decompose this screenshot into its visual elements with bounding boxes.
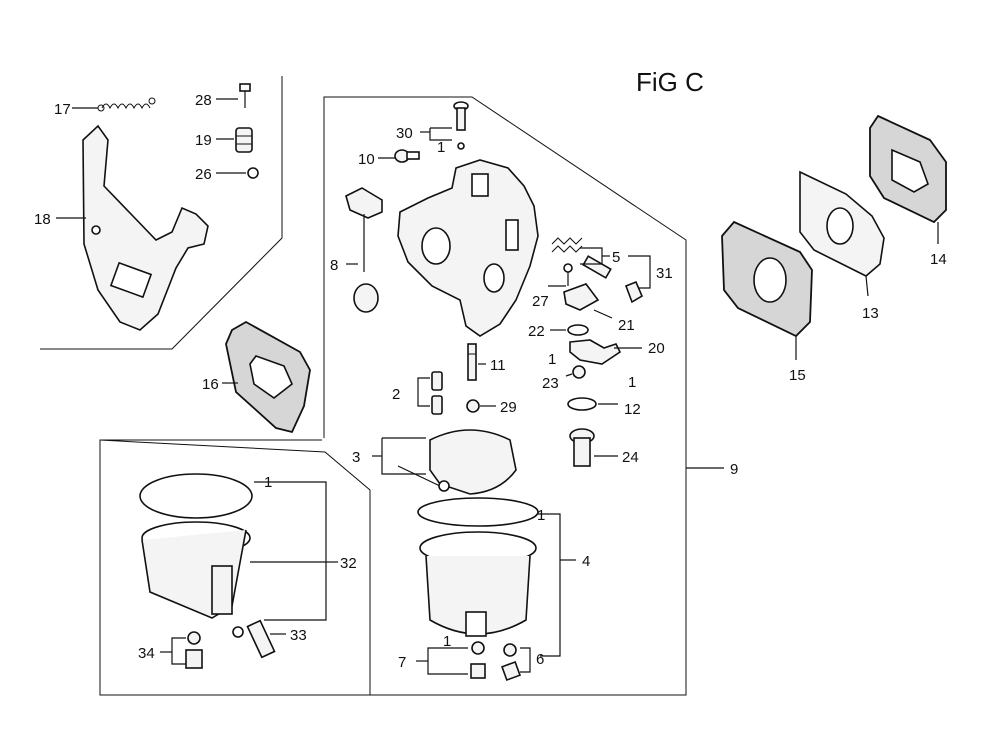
callout-10: 10 xyxy=(358,151,375,168)
callout-2: 2 xyxy=(392,386,400,403)
callout-11: 11 xyxy=(490,357,506,374)
nut-19 xyxy=(235,127,253,153)
bracket-18 xyxy=(82,124,209,331)
bracket-18-window xyxy=(109,261,153,299)
callout-20: 20 xyxy=(648,340,665,357)
bracket-18-hole xyxy=(91,225,101,235)
plate-21 xyxy=(563,283,600,311)
carburetor-top-boss xyxy=(471,173,489,197)
callout-1-23: 1 xyxy=(548,351,556,368)
screw-10 xyxy=(394,149,420,163)
callout-3: 3 xyxy=(352,449,360,466)
figure-title: FiG C xyxy=(636,67,704,97)
screw-27 xyxy=(563,263,573,286)
callout-34: 34 xyxy=(138,645,155,662)
gasket-16-opening xyxy=(249,355,293,399)
screw-33 xyxy=(232,619,276,659)
callout-12: 12 xyxy=(624,401,641,418)
nut-23 xyxy=(572,365,586,379)
insulator-13-opening xyxy=(826,207,854,245)
callout-32: 32 xyxy=(340,555,357,572)
callout-23: 23 xyxy=(542,375,559,392)
callout-4: 4 xyxy=(582,553,590,570)
callout-30: 30 xyxy=(396,125,413,142)
callout-13: 13 xyxy=(862,305,879,322)
float-bowl-group-border xyxy=(99,439,371,695)
drain-screw-7 xyxy=(470,641,486,679)
callout-5: 5 xyxy=(612,249,620,266)
upper-left-group-border xyxy=(40,76,283,350)
cap-31 xyxy=(624,280,644,304)
callout-1-12: 1 xyxy=(628,374,636,391)
callout-27: 27 xyxy=(532,293,549,310)
callout-33: 33 xyxy=(290,627,307,644)
callout-14: 14 xyxy=(930,251,947,268)
callout-18: 18 xyxy=(34,211,51,228)
adjuster-5 xyxy=(551,237,612,279)
callout-26: 26 xyxy=(195,166,212,183)
callout-1-7: 1 xyxy=(443,633,451,650)
callout-1-top: 1 xyxy=(437,139,445,156)
screw-6 xyxy=(501,643,521,681)
callout-24: 24 xyxy=(622,449,639,466)
callout-15: 15 xyxy=(789,367,806,384)
washer-1-top xyxy=(457,142,465,150)
callout-17: 17 xyxy=(54,101,71,118)
screws-2 xyxy=(431,371,443,415)
float-bowl-32-boss xyxy=(211,565,233,615)
callout-1-32: 1 xyxy=(264,474,272,491)
bolt-24 xyxy=(569,428,595,467)
screw-30 xyxy=(453,101,469,131)
washer-26 xyxy=(247,167,259,179)
callout-31: 31 xyxy=(656,265,673,282)
callout-22: 22 xyxy=(528,323,545,340)
callout-8: 8 xyxy=(330,257,338,274)
choke-8 xyxy=(345,187,383,313)
callout-1-4: 1 xyxy=(537,507,545,524)
callout-9: 9 xyxy=(730,461,738,478)
drain-screw-34 xyxy=(185,631,203,669)
callout-28: 28 xyxy=(195,92,212,109)
nut-29 xyxy=(466,399,480,413)
carburetor-body xyxy=(397,159,539,337)
jet-11 xyxy=(467,343,477,381)
ring-12 xyxy=(567,397,597,411)
oring-22 xyxy=(567,324,589,336)
callout-19: 19 xyxy=(195,132,212,149)
spring-17 xyxy=(97,97,156,112)
gasket-14-opening xyxy=(891,148,929,193)
carburetor-side-boss xyxy=(505,219,519,251)
float-bowl-4 xyxy=(417,497,539,637)
callout-6: 6 xyxy=(536,651,544,668)
gasket-15-opening xyxy=(753,257,787,303)
float-bowl-32 xyxy=(139,473,253,619)
carburetor-outlet-bore xyxy=(483,263,505,293)
callout-7: 7 xyxy=(398,654,406,671)
callout-16: 16 xyxy=(202,376,219,393)
float-3 xyxy=(397,429,517,495)
callout-29: 29 xyxy=(500,399,517,416)
carburetor-intake-bore xyxy=(421,227,451,265)
callout-21: 21 xyxy=(618,317,635,334)
lever-20 xyxy=(569,339,622,365)
screw-28 xyxy=(239,83,251,108)
